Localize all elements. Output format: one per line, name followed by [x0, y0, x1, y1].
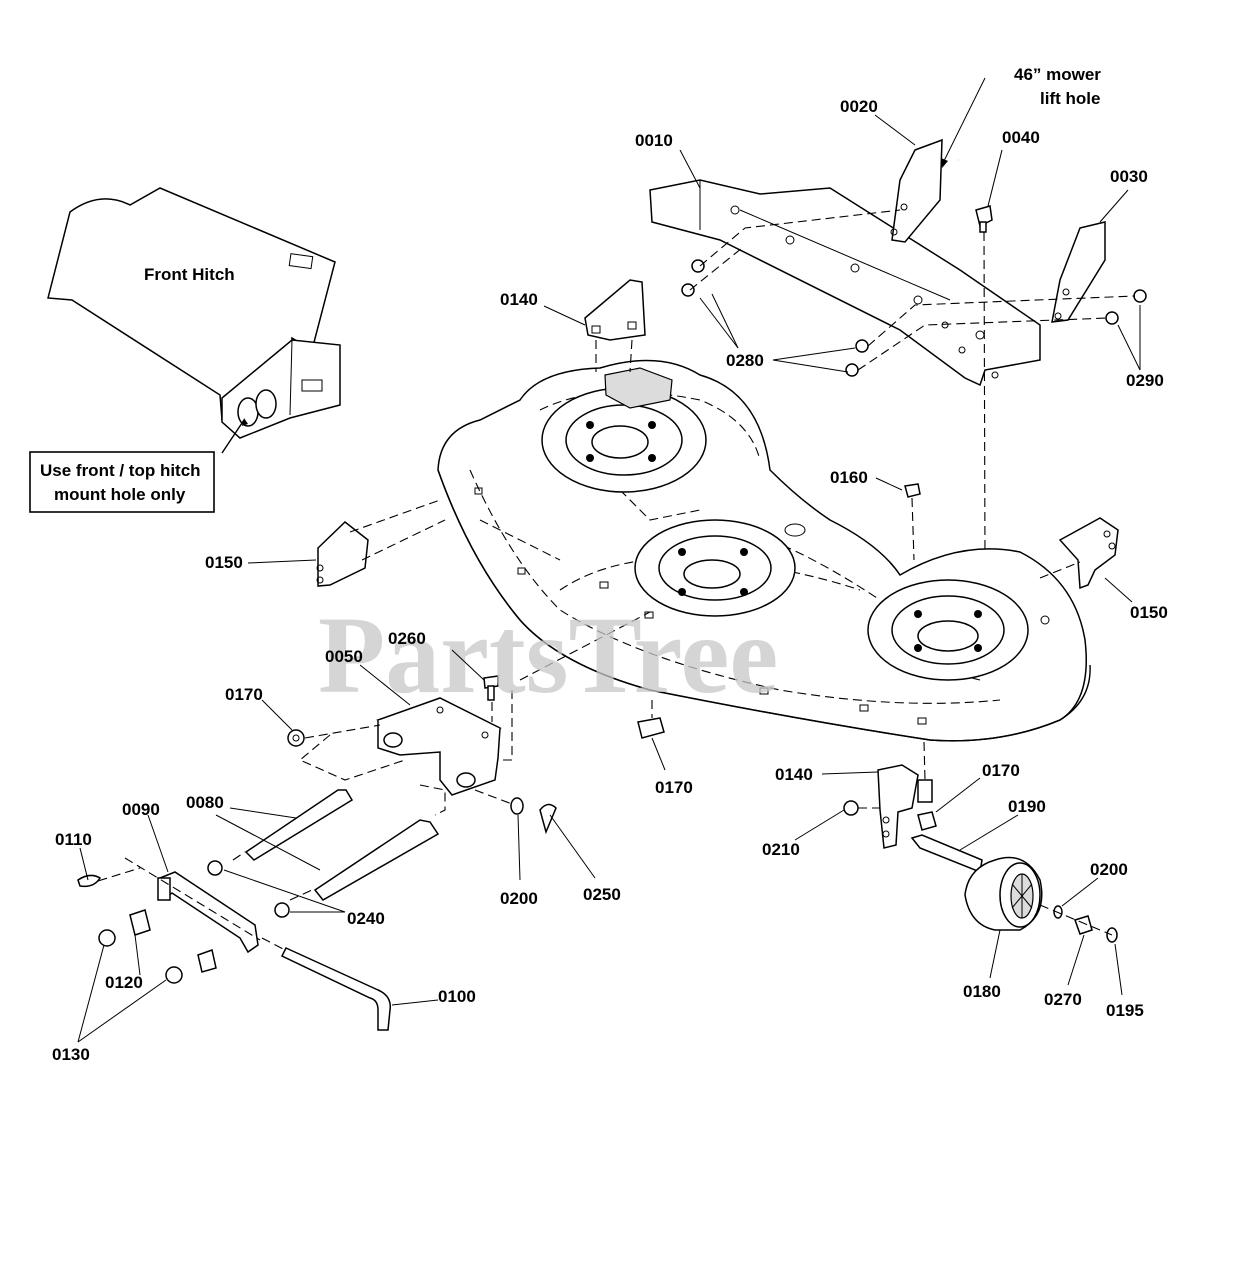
nut-0210 [843, 800, 880, 816]
label-0260: 0260 [388, 629, 426, 648]
assembly-line-link2 [419, 784, 446, 816]
label-0170-center: 0170 [655, 778, 693, 797]
label-0140-lower: 0140 [775, 765, 813, 784]
bracket-0140-lower [877, 741, 933, 849]
label-0150-left: 0150 [205, 553, 243, 572]
bushings-0120 [129, 909, 217, 973]
rod-0100 [261, 937, 391, 1031]
bracket-0150-right [1039, 517, 1119, 590]
label-0200-right: 0200 [1090, 860, 1128, 879]
label-0110: 0110 [55, 830, 92, 849]
lift-hole-note-line2: lift hole [1040, 89, 1100, 108]
label-0020: 0020 [840, 97, 878, 116]
label-0190: 0190 [1008, 797, 1046, 816]
nut-0170-right [917, 811, 937, 831]
upper-assembly-lines [689, 209, 1136, 561]
nuts-0280 [681, 259, 869, 377]
nut-0170-center [637, 700, 665, 739]
mower-deck [437, 359, 1091, 742]
label-0050: 0050 [325, 647, 363, 666]
assembly-line-0090 [124, 857, 261, 941]
label-0240: 0240 [347, 909, 385, 928]
axle-bolt-0190 [910, 834, 983, 874]
label-0150-right: 0150 [1130, 603, 1168, 622]
bracket-0050 [376, 697, 502, 796]
label-0120: 0120 [105, 973, 143, 992]
bracket-0150-left [316, 499, 446, 587]
bolt-0040 [975, 205, 993, 233]
label-0090: 0090 [122, 800, 160, 819]
label-0290: 0290 [1126, 371, 1164, 390]
assembly-line-deck [519, 611, 651, 681]
label-0210: 0210 [762, 840, 800, 859]
front-hitch-inset: Front Hitch Use front / top hitch mount … [29, 187, 341, 513]
lift-hole-note-line1: 46” mower [1014, 65, 1101, 84]
assembly-line-0050 [500, 690, 513, 761]
label-0180: 0180 [963, 982, 1001, 1001]
bracket-0090 [157, 871, 259, 954]
watermark: PartsTree [318, 594, 778, 716]
label-0140-upper: 0140 [500, 290, 538, 309]
nuts-0240 [207, 860, 290, 918]
wheel-0180 [964, 856, 1043, 931]
bolt-0160 [904, 483, 921, 561]
label-0010: 0010 [635, 131, 673, 150]
bracket-0020 [890, 138, 943, 243]
washers-0200-0270-0195 [1039, 904, 1118, 943]
label-0270: 0270 [1044, 990, 1082, 1009]
hitch-note-box [29, 451, 215, 513]
washer-0200-left [474, 789, 524, 815]
label-0170-left: 0170 [225, 685, 263, 704]
label-0200-left: 0200 [500, 889, 538, 908]
pin-0250 [539, 803, 557, 835]
label-0040: 0040 [1002, 128, 1040, 147]
label-0130: 0130 [52, 1045, 90, 1064]
label-0160: 0160 [830, 468, 868, 487]
label-0195: 0195 [1106, 1001, 1144, 1020]
label-0030: 0030 [1110, 167, 1148, 186]
nuts-0130 [98, 929, 183, 984]
nuts-0290 [1105, 289, 1147, 325]
leader-lines [77, 77, 1141, 1043]
front-hitch-label: Front Hitch [144, 265, 235, 284]
label-0170-right: 0170 [982, 761, 1020, 780]
bracket-0030 [1051, 221, 1106, 323]
rod-0080 [232, 789, 440, 901]
label-0280: 0280 [726, 351, 764, 370]
assembly-line-0110 [84, 867, 141, 886]
hitch-note-line2: mount hole only [54, 485, 186, 504]
hitch-note-line1: Use front / top hitch [40, 461, 201, 480]
pin-0110 [77, 874, 102, 888]
bracket-0140-upper [584, 279, 646, 373]
label-0100: 0100 [438, 987, 476, 1006]
nut-0170-left [287, 724, 381, 747]
bolt-0260 [483, 675, 499, 701]
assembly-line-link [298, 734, 406, 781]
label-0250: 0250 [583, 885, 621, 904]
label-0080: 0080 [186, 793, 224, 812]
